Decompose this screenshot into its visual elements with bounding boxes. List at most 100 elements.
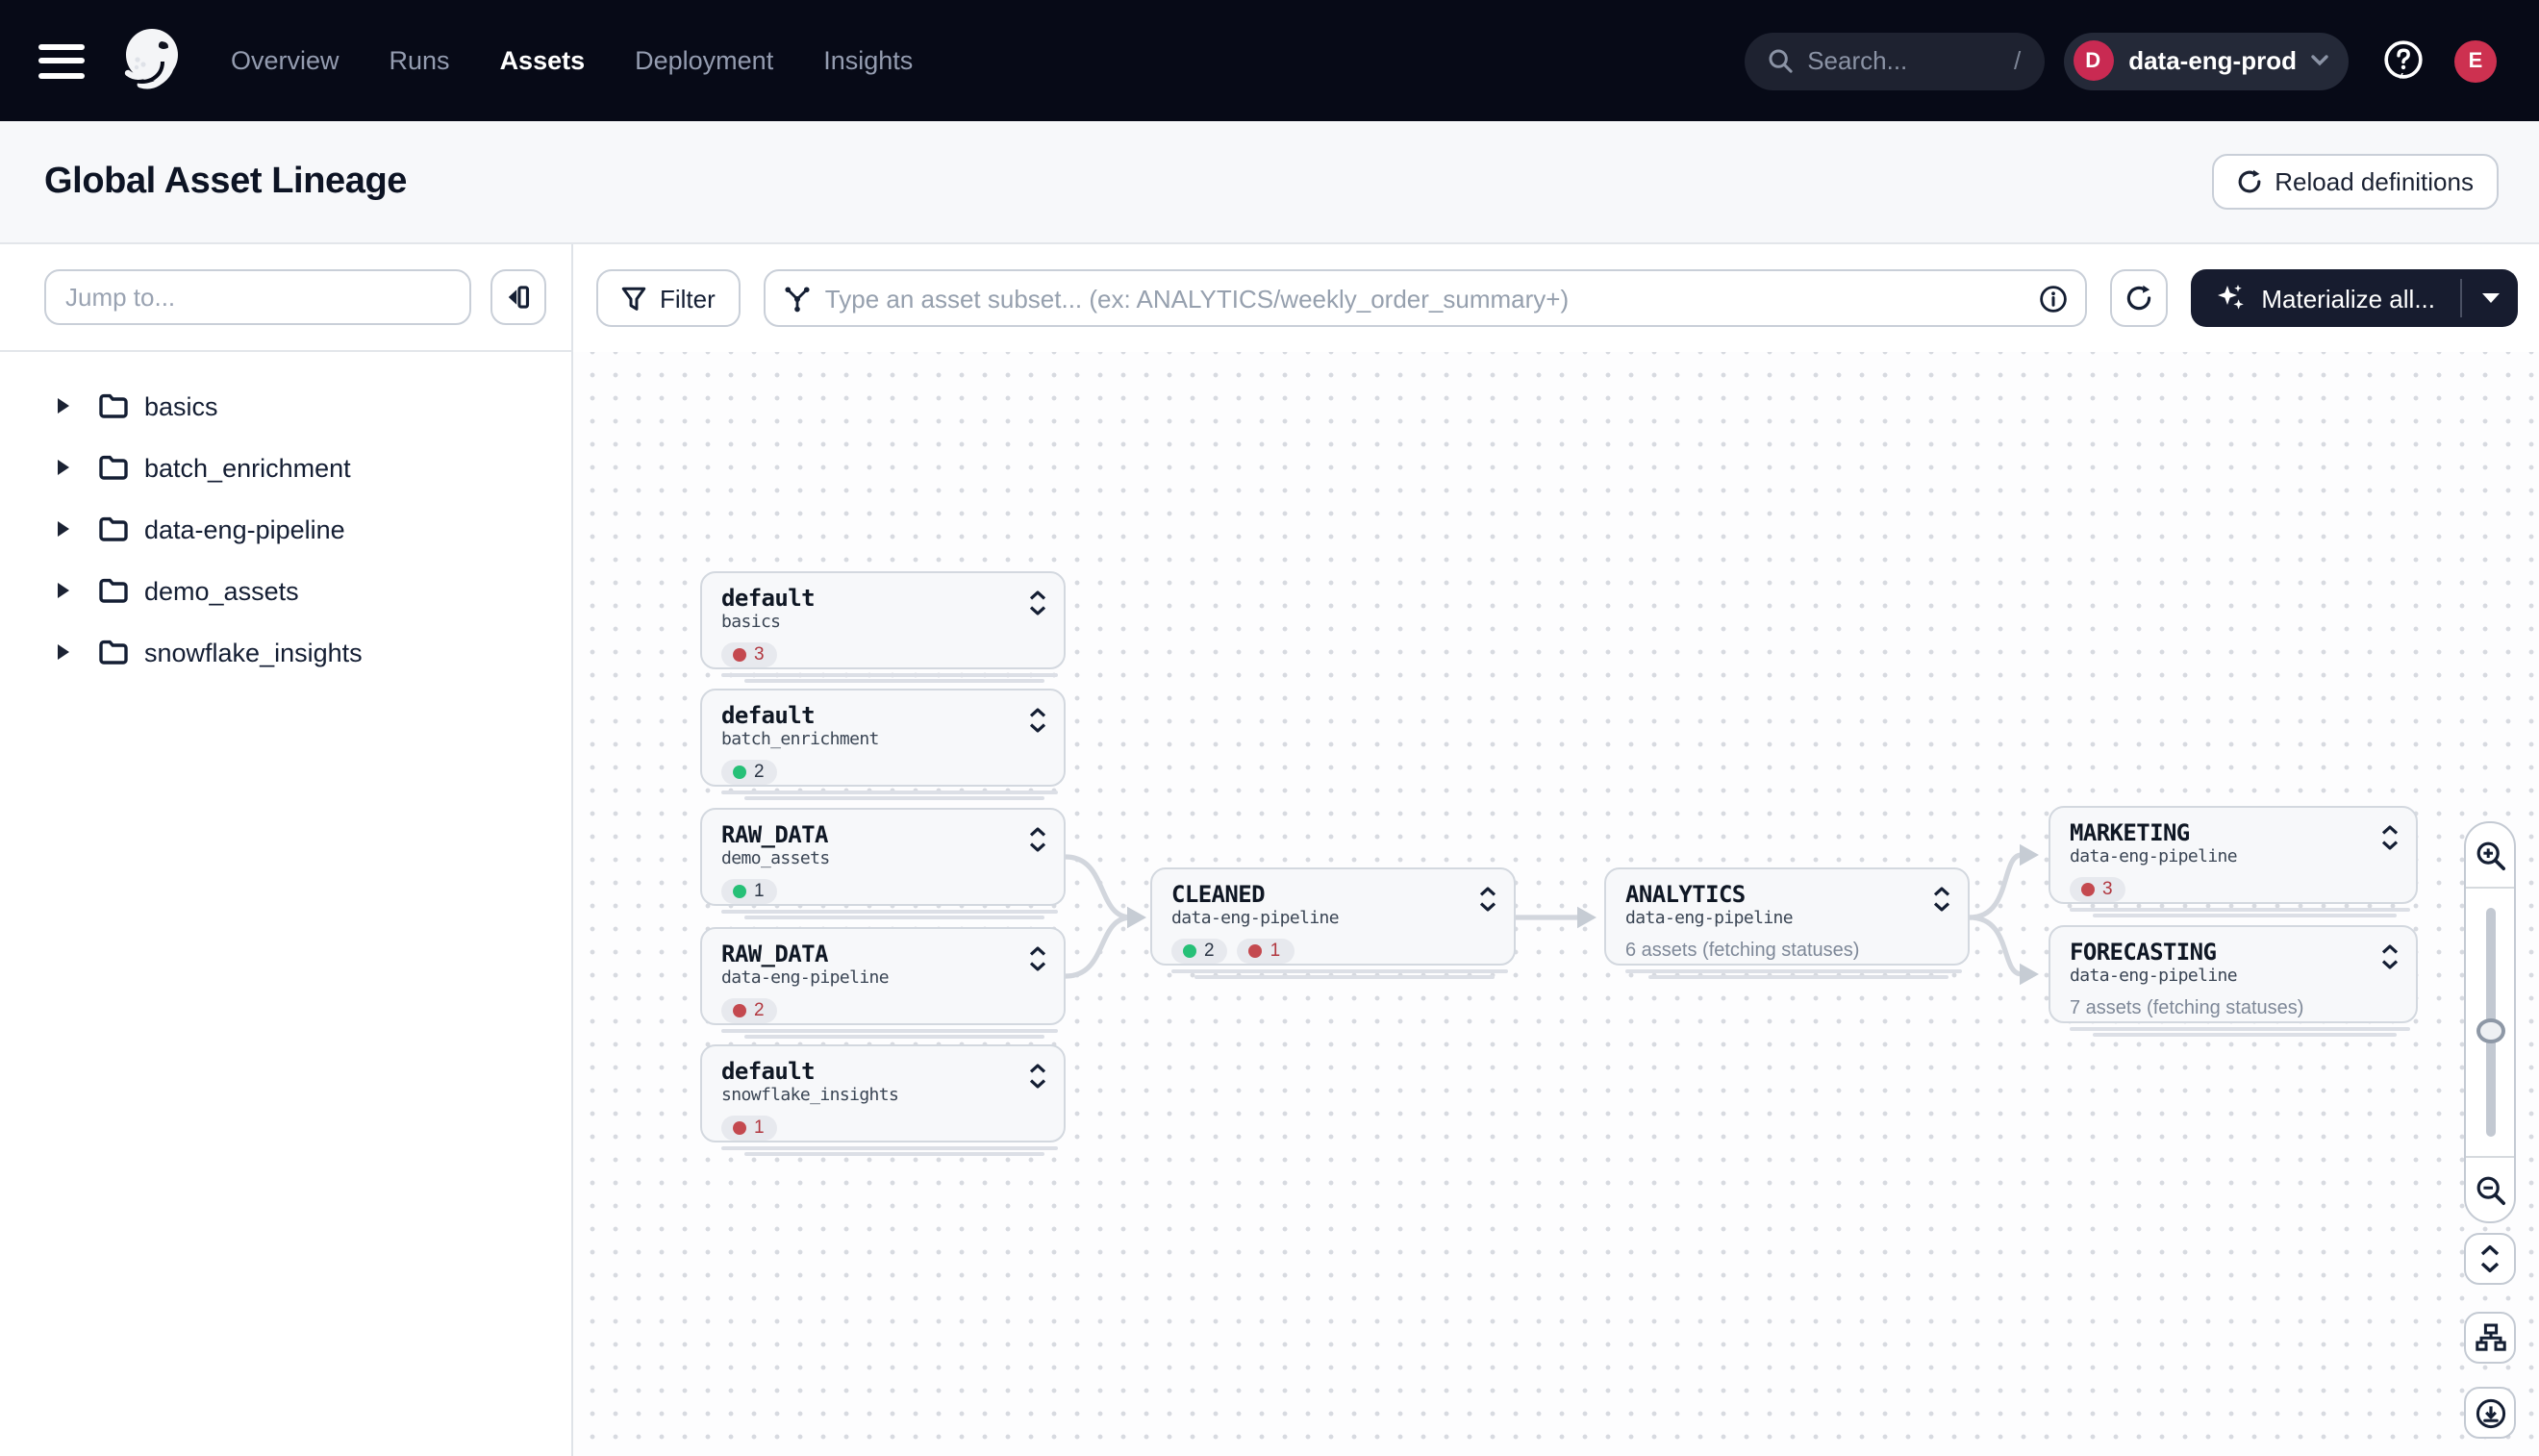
deployment-name: data-eng-prod: [2128, 46, 2297, 75]
status-count: 3: [2102, 879, 2113, 900]
chevron-down-icon: [2310, 54, 2329, 67]
node-expand-icon[interactable]: [1029, 827, 1046, 852]
page-title: Global Asset Lineage: [44, 161, 408, 201]
tree-caret-icon[interactable]: [58, 398, 69, 414]
node-expand-icon[interactable]: [1933, 887, 1950, 912]
zoom-out-button[interactable]: [2466, 1156, 2514, 1221]
layout-tree-button[interactable]: [2464, 1312, 2516, 1364]
node-expand-icon[interactable]: [2381, 825, 2399, 850]
folder-label: basics: [144, 391, 218, 420]
status-badge: 1: [721, 879, 778, 904]
materialize-all-main[interactable]: Materialize all...: [2190, 269, 2460, 327]
reload-definitions-button[interactable]: Reload definitions: [2211, 154, 2499, 210]
filter-button[interactable]: Filter: [596, 269, 741, 327]
node-subtitle: data-eng-pipeline: [1171, 910, 1340, 929]
materialize-divider: [2460, 279, 2462, 317]
sidebar-item-snowflake-insights[interactable]: snowflake_insights: [0, 621, 571, 683]
node-title: default: [721, 702, 816, 729]
node-subtitle: demo_assets: [721, 850, 830, 869]
asset-group-node-cleaned[interactable]: CLEANED data-eng-pipeline 2 1: [1150, 867, 1516, 979]
status-badge: 1: [1237, 939, 1295, 964]
lineage-graph[interactable]: default basics 3 default batch_enrichmen…: [573, 352, 2539, 1456]
node-title: ANALYTICS: [1625, 881, 1746, 908]
node-title: default: [721, 585, 816, 612]
sidebar-item-demo-assets[interactable]: demo_assets: [0, 560, 571, 621]
refresh-graph-button[interactable]: [2109, 269, 2168, 327]
download-image-button[interactable]: [2464, 1387, 2516, 1439]
nav-item-runs[interactable]: Runs: [389, 46, 450, 75]
asset-selection-input[interactable]: [824, 284, 2025, 313]
asset-group-node-marketing[interactable]: MARKETING data-eng-pipeline 3: [2049, 806, 2418, 917]
reload-definitions-label: Reload definitions: [2275, 167, 2474, 196]
asset-group-node-default-basics[interactable]: default basics 3: [700, 571, 1066, 683]
lineage-edges: [1065, 843, 2039, 986]
nav-item-deployment[interactable]: Deployment: [635, 46, 774, 75]
node-expand-icon[interactable]: [1029, 708, 1046, 733]
search-icon: [1767, 48, 1792, 73]
asset-group-node-analytics[interactable]: ANALYTICS data-eng-pipeline 6 assets (fe…: [1604, 867, 1970, 979]
status-count: 2: [1204, 941, 1215, 962]
menu-icon[interactable]: [38, 43, 85, 78]
asset-group-node-rawdata-demo-assets[interactable]: RAW_DATA demo_assets 1: [700, 808, 1066, 919]
node-title: RAW_DATA: [721, 821, 828, 848]
sidebar-item-basics[interactable]: basics: [0, 375, 571, 437]
jump-to-input[interactable]: [44, 269, 471, 325]
zoom-control: [2464, 821, 2516, 1223]
global-search[interactable]: /: [1744, 32, 2045, 89]
materialize-dropdown-button[interactable]: [2462, 269, 2518, 327]
zoom-slider-thumb[interactable]: [2476, 1017, 2504, 1043]
tree-caret-icon[interactable]: [58, 521, 69, 537]
lineage-canvas-panel: Filter: [573, 244, 2539, 1456]
dagster-logo-icon[interactable]: [112, 22, 189, 99]
top-navigation-bar: Overview Runs Assets Deployment Insights…: [0, 0, 2539, 121]
node-subtitle: basics: [721, 614, 781, 633]
node-title: MARKETING: [2070, 819, 2190, 846]
status-badge: 2: [721, 998, 778, 1023]
status-badge: 3: [721, 642, 778, 667]
deployment-initial-badge: D: [2073, 40, 2114, 81]
error-dot-icon: [733, 1121, 746, 1135]
tree-caret-icon[interactable]: [58, 460, 69, 475]
node-expand-icon[interactable]: [2381, 944, 2399, 969]
node-expand-icon[interactable]: [1029, 1064, 1046, 1089]
tree-caret-icon[interactable]: [58, 583, 69, 598]
sidebar-item-data-eng-pipeline[interactable]: data-eng-pipeline: [0, 498, 571, 560]
sidebar-item-batch-enrichment[interactable]: batch_enrichment: [0, 437, 571, 498]
asset-group-tree: basics batch_enrichment data-eng-pipelin…: [0, 352, 571, 683]
node-expand-icon[interactable]: [1479, 887, 1496, 912]
zoom-slider[interactable]: [2466, 889, 2514, 1156]
folder-label: batch_enrichment: [144, 453, 351, 482]
nav-item-overview[interactable]: Overview: [231, 46, 339, 75]
node-expand-icon[interactable]: [1029, 590, 1046, 615]
folder-icon: [98, 392, 129, 419]
folder-icon: [98, 515, 129, 542]
info-icon[interactable]: [2038, 284, 2067, 313]
search-input[interactable]: [1807, 46, 1981, 75]
tree-caret-icon[interactable]: [58, 644, 69, 660]
node-title: CLEANED: [1171, 881, 1266, 908]
user-avatar[interactable]: E: [2454, 39, 2497, 82]
node-expand-icon[interactable]: [1029, 946, 1046, 971]
nav-item-assets[interactable]: Assets: [499, 46, 586, 75]
zoom-in-button[interactable]: [2466, 823, 2514, 889]
nav-item-insights[interactable]: Insights: [823, 46, 914, 75]
status-badge: 2: [721, 760, 778, 785]
materialize-all-button[interactable]: Materialize all...: [2190, 269, 2518, 327]
asset-selector-icon: [783, 284, 812, 313]
asset-group-node-default-batch-enrichment[interactable]: default batch_enrichment 2: [700, 689, 1066, 800]
folder-icon: [98, 577, 129, 604]
help-icon[interactable]: [2381, 38, 2426, 83]
asset-selection-input-wrap: [763, 269, 2087, 327]
expand-collapse-all-button[interactable]: [2464, 1233, 2516, 1285]
asset-group-node-default-snowflake-insights[interactable]: default snowflake_insights 1: [700, 1044, 1066, 1156]
deployment-switcher[interactable]: D data-eng-prod: [2063, 32, 2349, 89]
status-count: 3: [754, 644, 765, 665]
node-title: default: [721, 1058, 816, 1085]
folder-icon: [98, 639, 129, 665]
node-subtitle: data-eng-pipeline: [2070, 848, 2238, 867]
collapse-sidebar-button[interactable]: [490, 269, 546, 325]
folder-label: demo_assets: [144, 576, 299, 605]
asset-group-node-forecasting[interactable]: FORECASTING data-eng-pipeline 7 assets (…: [2049, 925, 2418, 1037]
node-status-text: 7 assets (fetching statuses): [2070, 998, 2304, 1019]
asset-group-node-rawdata-data-eng-pipeline[interactable]: RAW_DATA data-eng-pipeline 2: [700, 927, 1066, 1039]
